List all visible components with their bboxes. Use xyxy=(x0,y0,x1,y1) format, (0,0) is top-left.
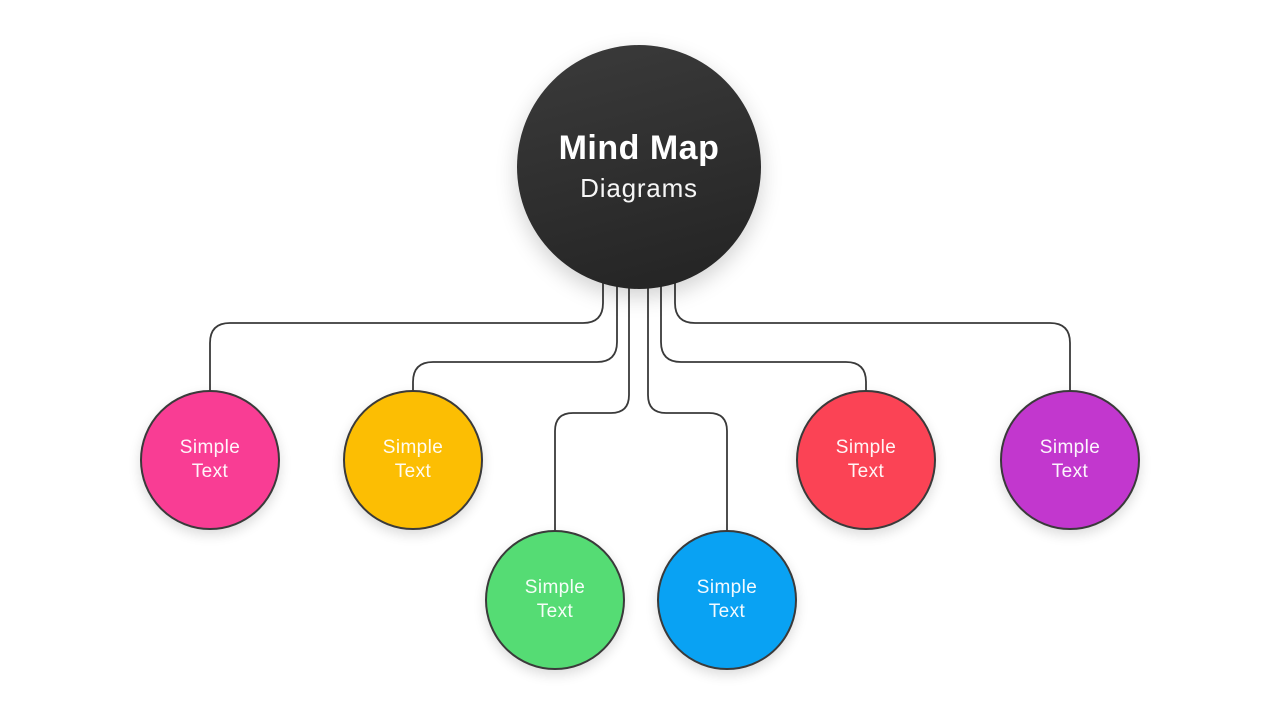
connector-yellow xyxy=(412,271,618,393)
central-topic-title: Mind Map xyxy=(558,128,720,167)
branch-node-label: Simple Text xyxy=(1039,437,1101,482)
central-topic-subtitle: Diagrams xyxy=(580,173,698,204)
connector-purple xyxy=(674,271,1071,393)
connector-green xyxy=(554,271,630,533)
central-topic-node: Mind Map Diagrams xyxy=(517,45,761,289)
branch-node-label: Simple Text xyxy=(696,577,758,622)
branch-node-pink: Simple Text xyxy=(140,390,280,530)
branch-node-blue: Simple Text xyxy=(657,530,797,670)
branch-node-label: Simple Text xyxy=(382,437,444,482)
branch-node-purple: Simple Text xyxy=(1000,390,1140,530)
branch-node-label: Simple Text xyxy=(179,437,241,482)
branch-node-label: Simple Text xyxy=(524,577,586,622)
branch-node-label: Simple Text xyxy=(835,437,897,482)
connector-red xyxy=(660,271,867,393)
connector-blue xyxy=(647,271,728,533)
connector-pink xyxy=(209,271,604,393)
branch-node-yellow: Simple Text xyxy=(343,390,483,530)
branch-node-red: Simple Text xyxy=(796,390,936,530)
branch-node-green: Simple Text xyxy=(485,530,625,670)
